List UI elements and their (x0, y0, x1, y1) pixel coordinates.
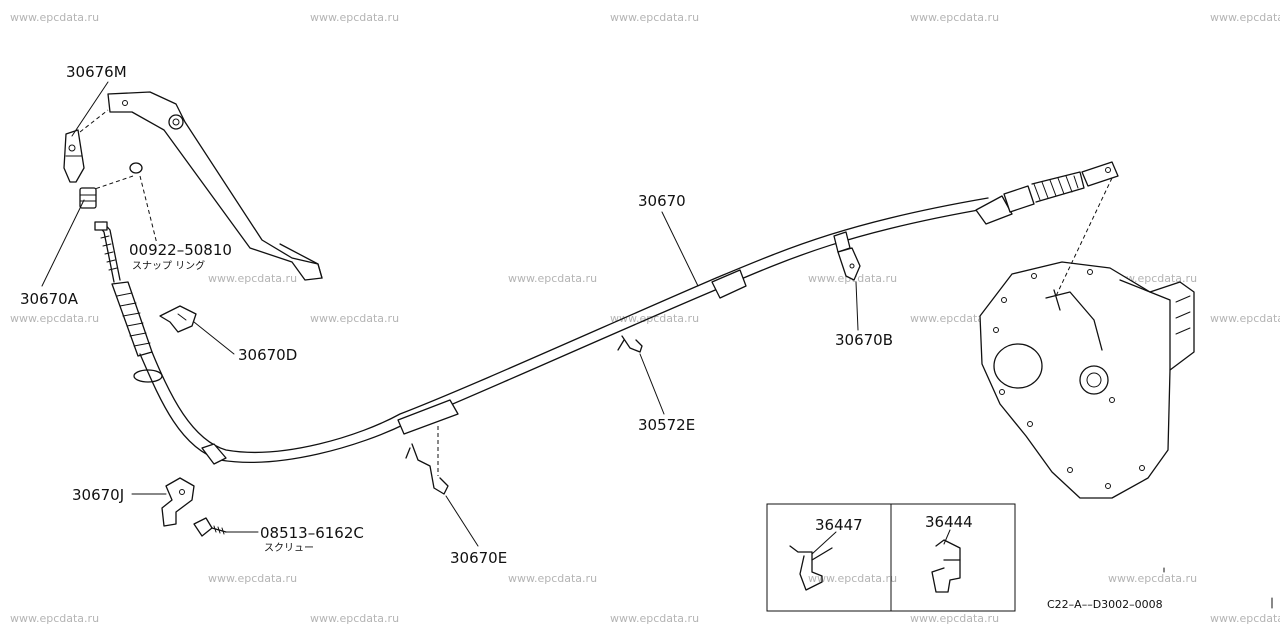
watermark: www.epcdata.ru (310, 612, 399, 625)
label-30670B: 30670B (835, 331, 893, 349)
leader-dashed (1055, 177, 1113, 297)
watermark: www.epcdata.ru (610, 312, 699, 325)
watermark: www.epcdata.ru (910, 312, 999, 325)
watermark: www.epcdata.ru (1210, 312, 1280, 325)
watermark: www.epcdata.ru (508, 572, 597, 585)
watermark: www.epcdata.ru (310, 11, 399, 24)
bracket-30670B (837, 247, 861, 281)
cable-boot (111, 281, 163, 383)
watermark: www.epcdata.ru (610, 612, 699, 625)
transmission-housing (979, 261, 1195, 499)
snap-ring (129, 162, 143, 174)
watermark: www.epcdata.ru (808, 572, 897, 585)
label-30670A: 30670A (20, 290, 79, 308)
label-00922-50810: 00922–50810 (129, 241, 232, 259)
watermark: www.epcdata.ru (208, 272, 297, 285)
part-labels: 30676M 00922–50810 スナップ リング 30670A 30670… (20, 63, 1163, 611)
clevis-30676M (63, 129, 85, 183)
holder-30670D (159, 305, 197, 333)
label-30670D: 30670D (238, 346, 297, 364)
leader-dashed (139, 175, 158, 245)
leader-dashed (79, 109, 109, 133)
bracket-30670J (161, 477, 195, 527)
watermark: www.epcdata.ru (508, 272, 597, 285)
watermark: www.epcdata.ru (10, 312, 99, 325)
watermarks: www.epcdata.ru www.epcdata.ru www.epcdat… (10, 11, 1280, 625)
label-30670J: 30670J (72, 486, 124, 504)
watermark: www.epcdata.ru (1108, 572, 1197, 585)
clutch-cable-30670 (139, 161, 1119, 465)
label-36447: 36447 (815, 516, 863, 534)
label-08513-6162C: 08513–6162C (260, 524, 364, 542)
watermark: www.epcdata.ru (1210, 11, 1280, 24)
label-30670E: 30670E (450, 549, 507, 567)
label-30676M: 30676M (66, 63, 127, 81)
watermark: www.epcdata.ru (1210, 612, 1280, 625)
label-screw: スクリュー (264, 542, 314, 554)
watermark: www.epcdata.ru (208, 572, 297, 585)
label-snap-ring: スナップ リング (132, 259, 205, 272)
watermark: www.epcdata.ru (610, 11, 699, 24)
watermark: www.epcdata.ru (10, 612, 99, 625)
label-30572E: 30572E (638, 416, 695, 434)
bracket-30670E (405, 443, 449, 495)
watermark: www.epcdata.ru (10, 11, 99, 24)
leader-dashed (85, 175, 134, 193)
leader-lines (41, 81, 951, 555)
label-36444: 36444 (925, 513, 973, 531)
clip-30572E (617, 335, 643, 353)
diagram-code: C22–A––D3002–0008 (1047, 598, 1163, 611)
clutch-pedal (107, 91, 323, 281)
watermark: www.epcdata.ru (910, 11, 999, 24)
cable-rod-end (94, 221, 121, 283)
watermark: www.epcdata.ru (910, 612, 999, 625)
watermark: www.epcdata.ru (310, 312, 399, 325)
label-30670: 30670 (638, 192, 686, 210)
inset-box (766, 503, 1016, 612)
adjust-nut-30670A (79, 187, 97, 209)
screw-08513 (193, 517, 227, 537)
